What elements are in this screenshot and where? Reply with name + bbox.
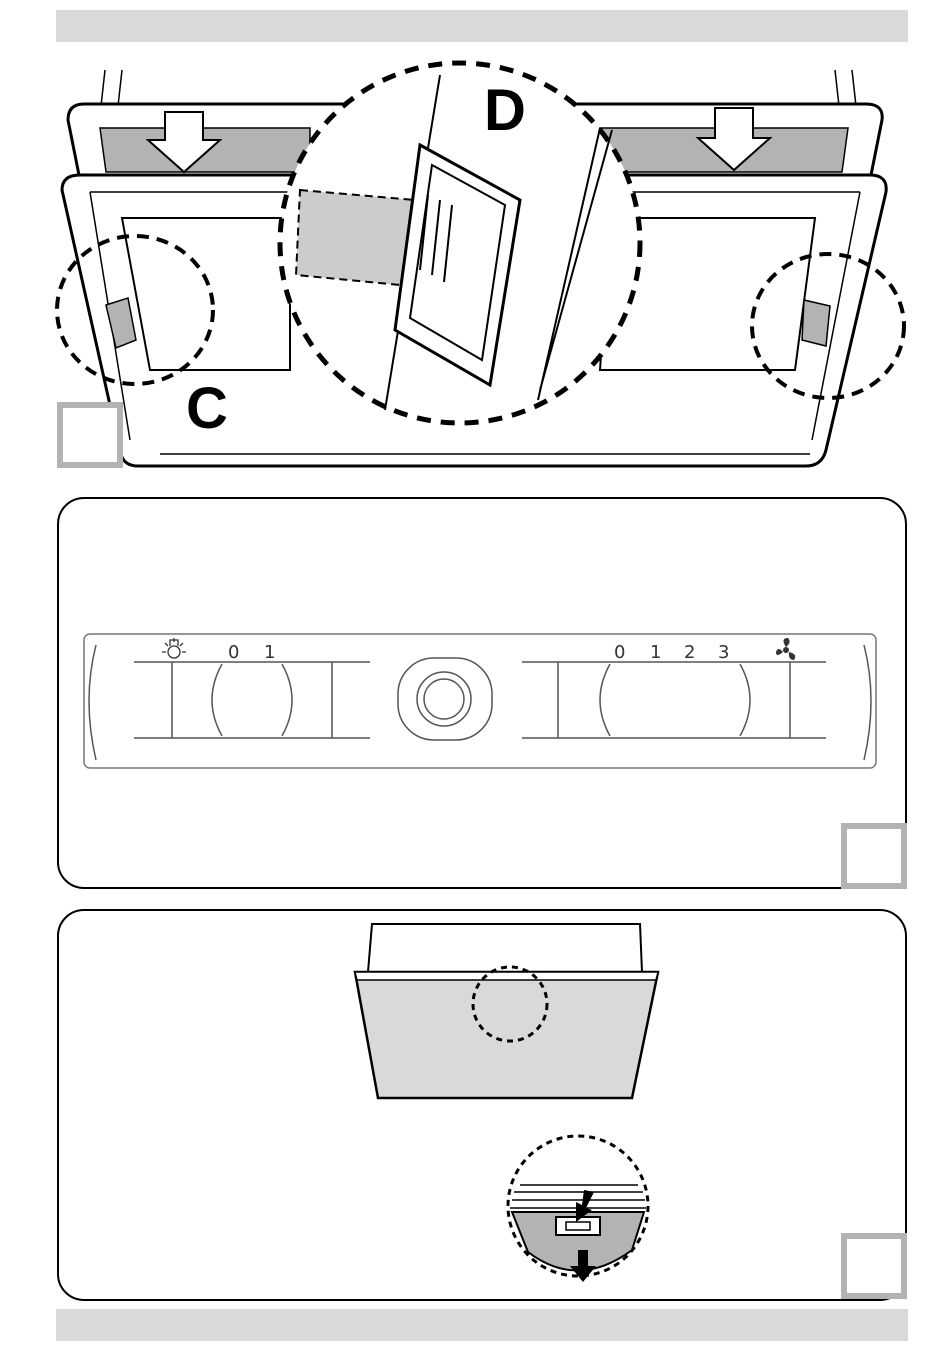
light-position-0: 0 (228, 642, 239, 663)
fan-position-2: 2 (684, 642, 695, 663)
filter-panel (355, 972, 658, 1098)
fan-position-0: 0 (614, 642, 625, 663)
fan-position-3: 3 (718, 642, 729, 663)
callout-d-label: D (484, 78, 526, 143)
step-box-3 (844, 1236, 904, 1296)
figure-2-control-panel: 0 1 0 1 2 3 (58, 498, 906, 888)
callout-c-label: C (186, 376, 228, 441)
light-position-1: 1 (264, 642, 275, 663)
figure-3-filter-removal (58, 910, 906, 1300)
step-box-1 (60, 405, 120, 465)
step-box-2 (844, 826, 904, 886)
latch-right (802, 300, 830, 346)
figure-1-hood: D C (57, 63, 904, 466)
fan-position-1: 1 (650, 642, 661, 663)
